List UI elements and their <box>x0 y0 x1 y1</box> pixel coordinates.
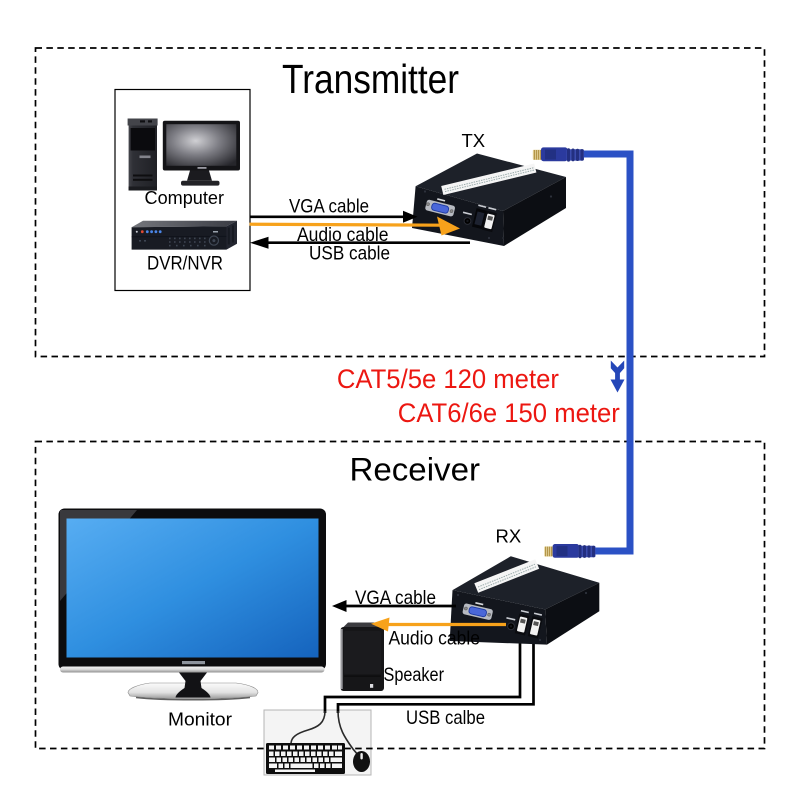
svg-text:Audio cable: Audio cable <box>389 628 481 650</box>
svg-text:Receiver: Receiver <box>350 452 481 488</box>
svg-text:CAT6/6e 150 meter: CAT6/6e 150 meter <box>398 398 620 428</box>
svg-text:USB cable: USB cable <box>309 243 390 265</box>
svg-text:USB calbe: USB calbe <box>406 707 485 729</box>
svg-text:Transmitter: Transmitter <box>282 56 459 102</box>
svg-text:Monitor: Monitor <box>168 709 232 730</box>
svg-text:DVR/NVR: DVR/NVR <box>147 254 223 275</box>
svg-text:Speaker: Speaker <box>384 665 445 686</box>
svg-text:VGA cable: VGA cable <box>355 587 436 609</box>
svg-text:TX: TX <box>462 130 486 151</box>
svg-text:RX: RX <box>496 526 522 547</box>
svg-text:CAT5/5e 120 meter: CAT5/5e 120 meter <box>337 364 559 394</box>
svg-text:Computer: Computer <box>145 187 225 208</box>
svg-text:Audio cable: Audio cable <box>297 224 389 246</box>
svg-text:VGA cable: VGA cable <box>289 196 369 218</box>
